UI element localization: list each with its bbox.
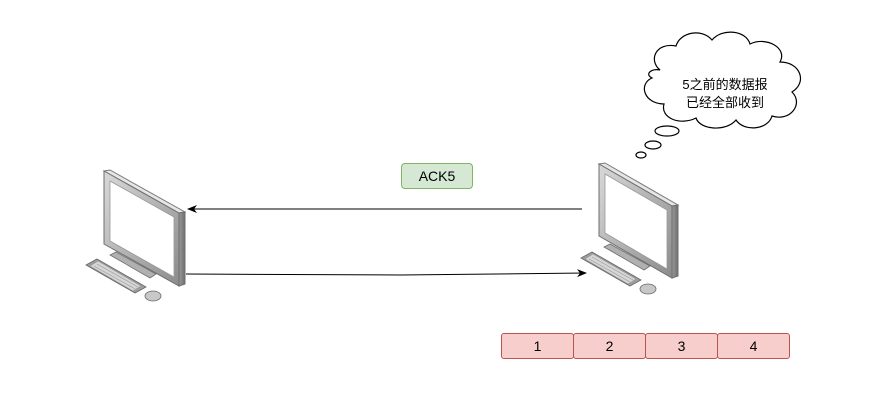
- packet-queue: 1 2 3 4: [501, 333, 790, 359]
- packet-box: 3: [645, 333, 718, 359]
- packet-box: 1: [501, 333, 574, 359]
- packet-label: 4: [749, 338, 758, 354]
- ack-label: ACK5: [418, 168, 456, 184]
- packet-label: 1: [533, 338, 542, 354]
- thought-line-1: 5之前的数据报: [682, 77, 768, 92]
- sender-computer-icon: [85, 169, 187, 302]
- packet-box: 2: [573, 333, 646, 359]
- data-arrow: [185, 269, 587, 278]
- packet-label: 2: [605, 338, 614, 354]
- receiver-computer-icon: [580, 162, 680, 295]
- ack-label-box: ACK5: [401, 163, 473, 189]
- thought-text: 5之前的数据报 已经全部收到: [660, 76, 790, 112]
- packet-box: 4: [717, 333, 790, 359]
- thought-cloud: [635, 31, 802, 159]
- packet-label: 3: [677, 338, 686, 354]
- thought-line-2: 已经全部收到: [685, 95, 764, 110]
